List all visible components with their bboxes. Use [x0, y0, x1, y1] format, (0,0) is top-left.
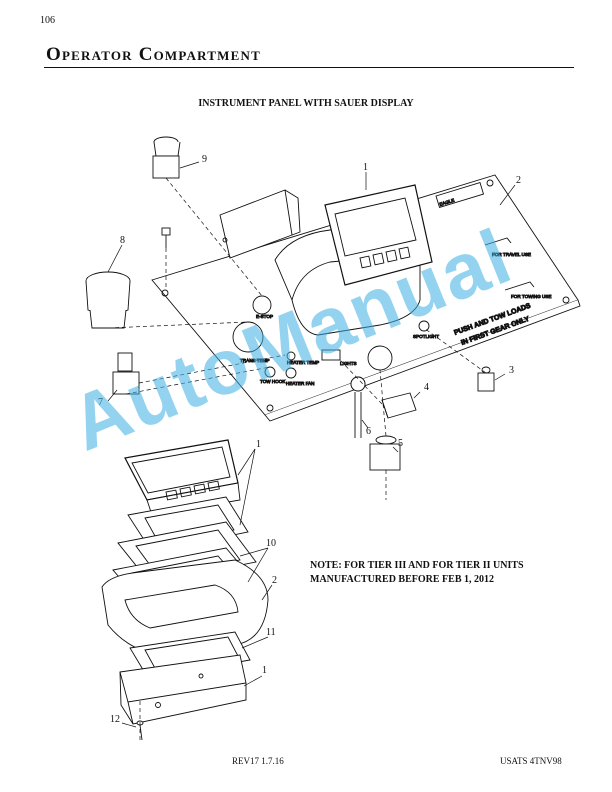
rocker-switch	[381, 392, 417, 419]
callout-11: 11	[266, 627, 276, 638]
bezel-2	[101, 559, 269, 656]
callout-1-bottom: 1	[262, 665, 267, 676]
figure-title: INSTRUMENT PANEL WITH SAUER DISPLAY	[198, 98, 414, 109]
note-line-2: MANUFACTURED BEFORE FEB 1, 2012	[310, 574, 494, 585]
panel-label-tow-hook: TOW HOOK	[260, 379, 286, 384]
callout-7: 7	[98, 397, 103, 408]
callout-leaders	[107, 161, 516, 728]
sauer-display-top	[324, 184, 433, 286]
note-line-1: NOTE: FOR TIER III AND FOR TIER II UNITS	[310, 560, 524, 571]
callout-3: 3	[509, 365, 514, 376]
page-number: 106	[40, 15, 55, 26]
callout-1-lower: 1	[256, 439, 261, 450]
switch-3	[477, 366, 495, 392]
assembly-lines	[107, 177, 487, 740]
panel-label-spotlight: SPOTLIGHT	[413, 334, 439, 339]
joystick-knob	[350, 376, 366, 438]
callout-5: 5	[398, 438, 403, 449]
switch-block-5	[369, 435, 401, 471]
mounting-bracket	[219, 189, 301, 259]
mounting-box-1	[119, 654, 247, 725]
panel-label-heater-temp: HEATER TEMP	[287, 360, 319, 365]
panel-label-brand: EAGLE	[439, 198, 455, 207]
panel-label-travel: FOR TRAVEL USE	[492, 252, 531, 257]
panel-label-towing: FOR TOWING USE	[511, 294, 551, 299]
title-rule	[44, 67, 574, 68]
panel-label-trans-temp: TRANS TEMP	[240, 358, 270, 363]
callout-9: 9	[202, 154, 207, 165]
panel-label-estop: E-STOP	[256, 314, 273, 319]
callout-6: 6	[366, 426, 371, 437]
callout-10: 10	[266, 538, 276, 549]
callout-2-top: 2	[516, 175, 521, 186]
panel-label-lights: LIGHTS	[340, 361, 357, 366]
footer-model: USATS 4TNV98	[500, 756, 562, 766]
trans-temp-gauge	[85, 271, 131, 329]
display-bottom-exploded	[124, 439, 241, 516]
callout-1-top: 1	[363, 162, 368, 173]
callout-2-lower: 2	[272, 575, 277, 586]
callout-8: 8	[120, 235, 125, 246]
toggle-switch-7	[112, 352, 140, 395]
estop-switch	[152, 136, 181, 179]
callout-12: 12	[110, 714, 120, 725]
section-title: Operator Compartment	[46, 44, 261, 65]
panel-label-heater-fan: HEATER FAN	[286, 381, 315, 386]
panel-screw	[161, 227, 171, 248]
footer-revision: REV17 1.7.16	[232, 756, 284, 766]
tier-note: NOTE: FOR TIER III AND FOR TIER II UNITS…	[310, 559, 524, 587]
callout-4: 4	[424, 382, 429, 393]
